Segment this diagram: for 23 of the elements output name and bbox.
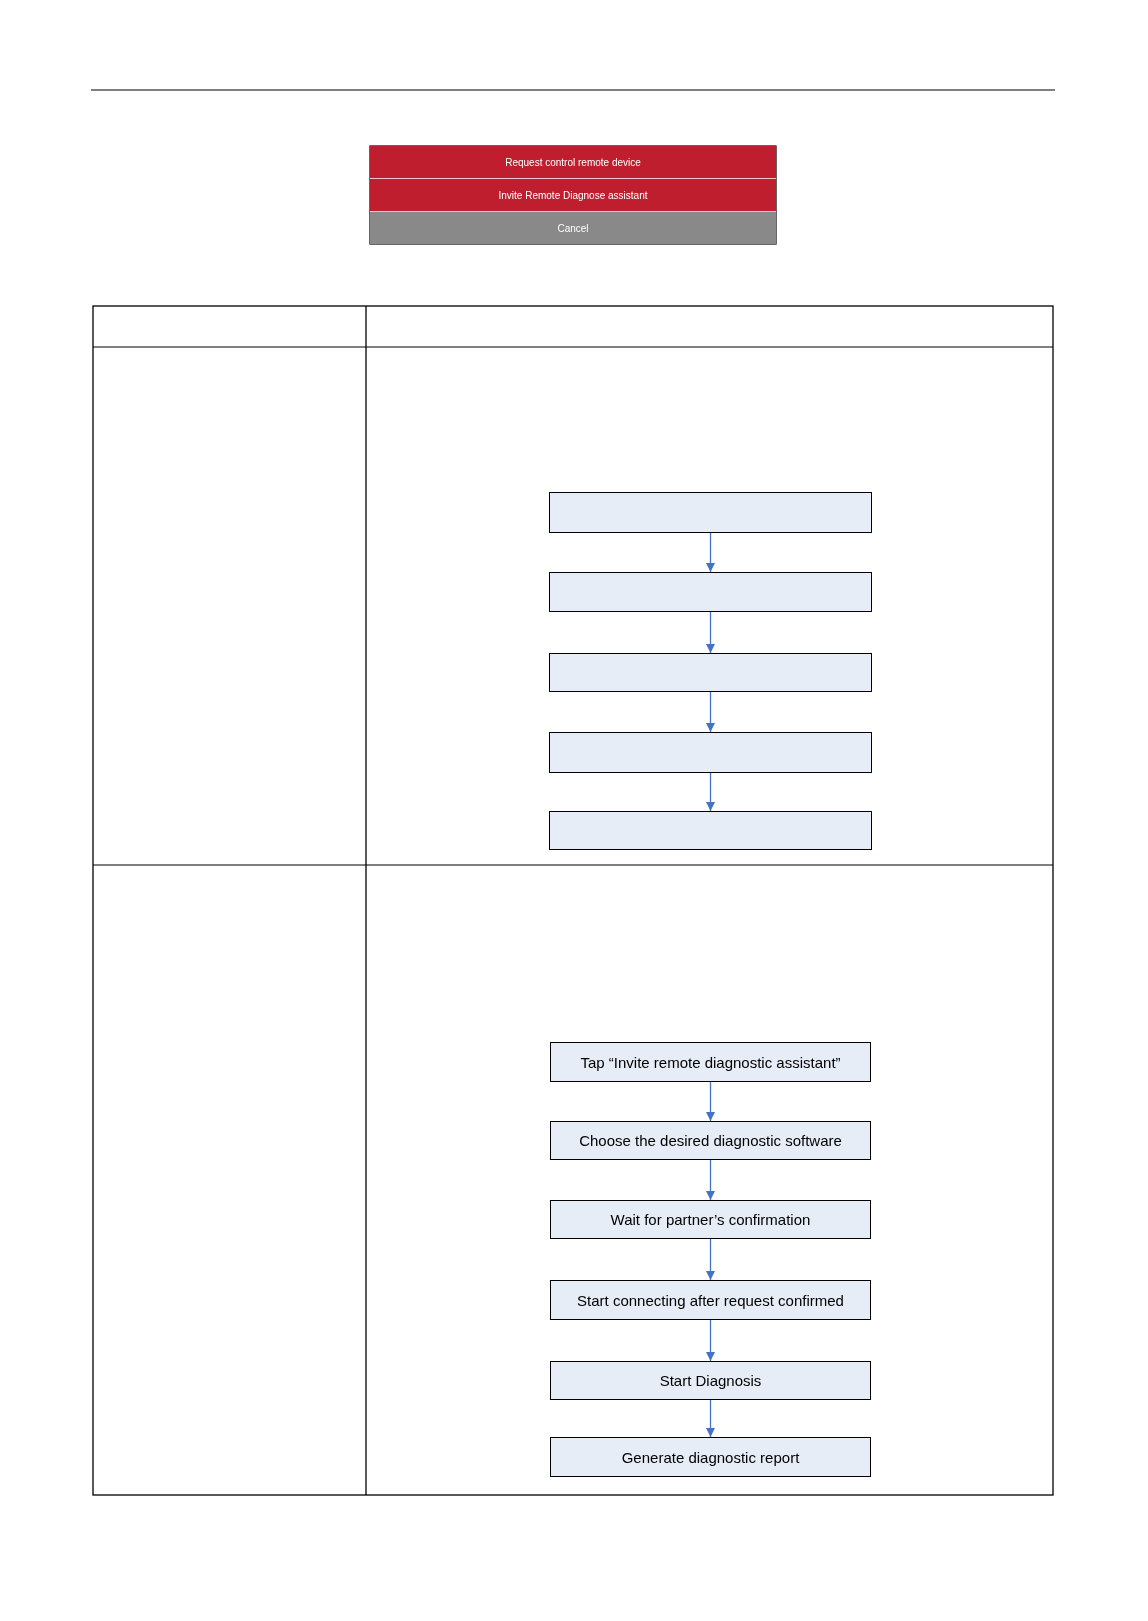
process-box <box>549 653 872 692</box>
process-box: Start Diagnosis <box>550 1361 871 1400</box>
process-box: Generate diagnostic report <box>550 1437 871 1477</box>
arrow <box>706 1399 715 1438</box>
arrow <box>706 1081 715 1122</box>
process-box: Start connecting after request confirmed <box>550 1280 871 1320</box>
arrow <box>706 691 715 733</box>
arrow <box>706 611 715 654</box>
process-box <box>549 492 872 533</box>
process-box: Tap “Invite remote diagnostic assistant” <box>550 1042 871 1082</box>
arrow <box>706 1159 715 1201</box>
arrow <box>706 772 715 812</box>
arrow <box>706 1238 715 1281</box>
arrow <box>706 1319 715 1362</box>
process-box <box>549 572 872 612</box>
menu-button: Cancel <box>370 212 776 244</box>
arrow <box>706 532 715 573</box>
menu-button: Invite Remote Diagnose assistant <box>370 179 776 212</box>
process-box: Wait for partner’s confirmation <box>550 1200 871 1239</box>
process-box <box>549 811 872 850</box>
process-box: Choose the desired diagnostic software <box>550 1121 871 1160</box>
menu-button: Request control remote device <box>370 146 776 179</box>
process-box <box>549 732 872 773</box>
